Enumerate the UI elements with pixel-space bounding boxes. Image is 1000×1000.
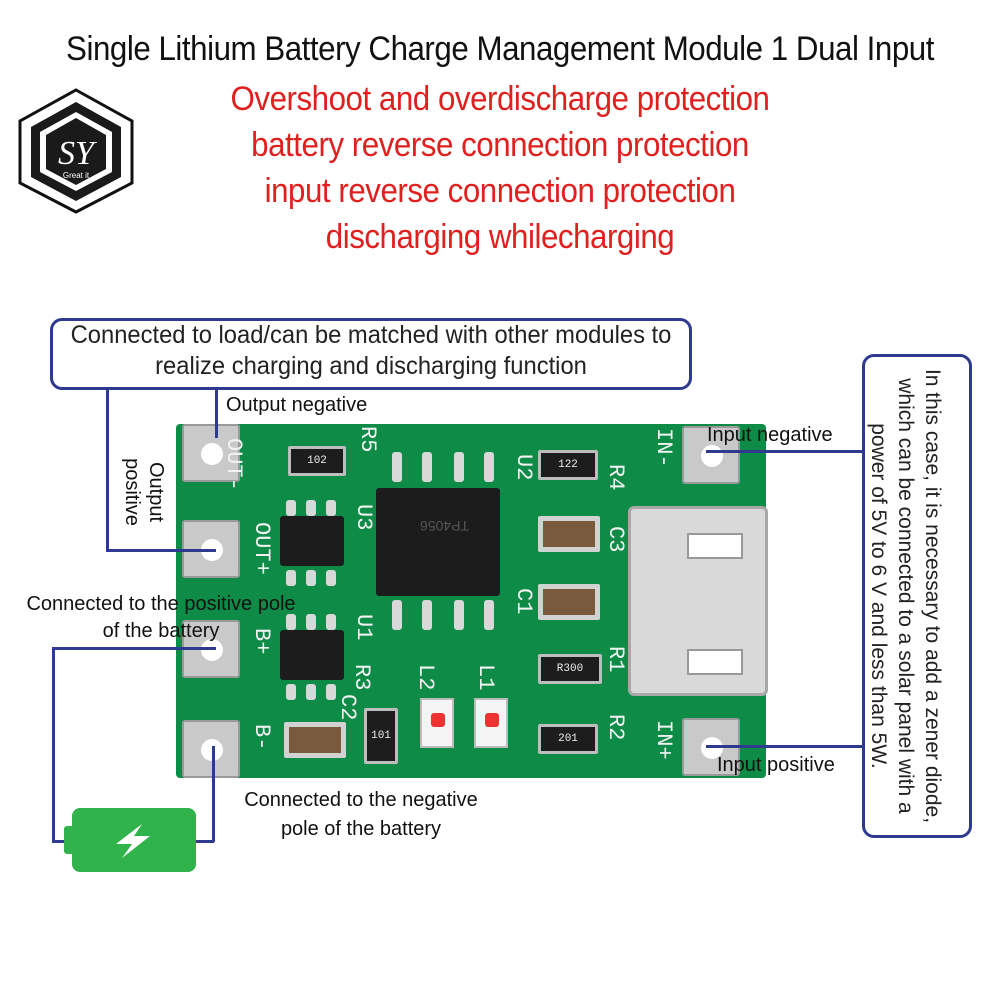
resistor-r2: 201 [538,724,598,754]
silk-c2: C2 [335,694,360,721]
resistor-r5: 102 [288,446,346,476]
silk-r3: R3 [349,664,374,691]
label-input-positive: Input positive [717,754,835,776]
micro-usb-port [628,506,768,696]
label-battery-negative: Connected to the negative pole of the ba… [244,789,478,840]
silk-r4: R4 [603,464,628,491]
ic-pin [306,614,316,630]
label-battery-positive: Connected to the positive pole of the ba… [26,593,296,642]
silk-c3: C3 [603,526,628,553]
connector-line [106,390,109,552]
silk-u2: U2 [511,454,536,481]
silk-b-neg: B- [249,724,274,751]
ic-pin [286,500,296,516]
battery-icon [64,808,196,872]
capacitor-c2 [284,722,346,758]
ic-pin [306,570,316,586]
led-l2 [420,698,454,748]
label-input-negative: Input negative [707,424,833,446]
silk-u3: U3 [351,504,376,531]
connector-line [52,647,216,650]
resistor-r4: 122 [538,450,598,480]
resistor-r1: R300 [538,654,602,684]
silk-r1: R1 [603,646,628,673]
ic-pin [484,600,494,630]
silk-u1: U1 [351,614,376,641]
silk-in-neg: IN- [651,428,676,468]
silk-out-pos: OUT+ [249,522,274,575]
ic-pin [392,600,402,630]
silk-l1: L1 [473,664,498,691]
load-callout-text: Connected to load/can be matched with ot… [70,321,672,380]
ic-pin [306,684,316,700]
ic-pin [326,500,336,516]
solar-callout-text: In this case, it is necessary to add a z… [867,368,944,824]
mosfet-u3 [280,516,344,566]
ic-pin [286,684,296,700]
ic-pin [326,614,336,630]
ic-pin [484,452,494,482]
pcb-board: OUT- OUT+ B+ B- IN- IN+ R5 U3 U1 U2 R4 C… [176,424,768,778]
ic-pin [454,452,464,482]
feature-line-1: Overshoot and overdischarge protection [230,80,770,118]
load-callout-box [50,318,692,390]
ic-pin [392,452,402,482]
ic-pin [326,570,336,586]
ic-pin [286,614,296,630]
ic-pin [286,570,296,586]
logo-letters: SY [58,135,97,172]
feature-line-4: discharging whilecharging [325,218,675,256]
feature-line-2: battery reverse connection protection [251,126,749,164]
silk-c1: C1 [511,588,536,615]
connector-line [106,549,216,552]
page-title: Single Lithium Battery Charge Management… [66,30,934,68]
charger-ic: TP4056 [376,488,500,596]
usb-slot-bottom [687,649,743,675]
label-output-negative: Output negative [226,394,368,416]
brand-logo: SY Great it [18,88,134,214]
ic-pin [326,684,336,700]
capacitor-c3 [538,516,600,552]
silk-out-neg: OUT- [221,438,246,491]
connector-line [52,840,66,843]
silk-r2: R2 [603,714,628,741]
pad-out-negative [182,424,240,482]
silk-r5: R5 [355,426,380,453]
silk-in-pos: IN+ [651,720,676,760]
label-output-positive: Output positive [121,458,167,526]
chip-marking: TP4056 [420,518,470,534]
connector-line [194,840,214,843]
connector-line [706,745,864,748]
ic-pin [422,600,432,630]
connector-line [212,746,215,842]
pad-battery-negative [182,720,240,778]
capacitor-c1 [538,584,600,620]
usb-slot-top [687,533,743,559]
ic-pin [422,452,432,482]
resistor-r3: 101 [364,708,398,764]
connector-line [215,390,218,438]
solar-callout-box [862,354,972,838]
connector-line [706,450,864,453]
protection-ic-u1 [280,630,344,680]
led-l1 [474,698,508,748]
ic-pin [454,600,464,630]
logo-tagline: Great it [63,171,90,180]
feature-line-3: input reverse connection protection [264,172,736,210]
ic-pin [306,500,316,516]
connector-line [52,647,55,842]
silk-l2: L2 [413,664,438,691]
pad-input-negative [682,426,740,484]
